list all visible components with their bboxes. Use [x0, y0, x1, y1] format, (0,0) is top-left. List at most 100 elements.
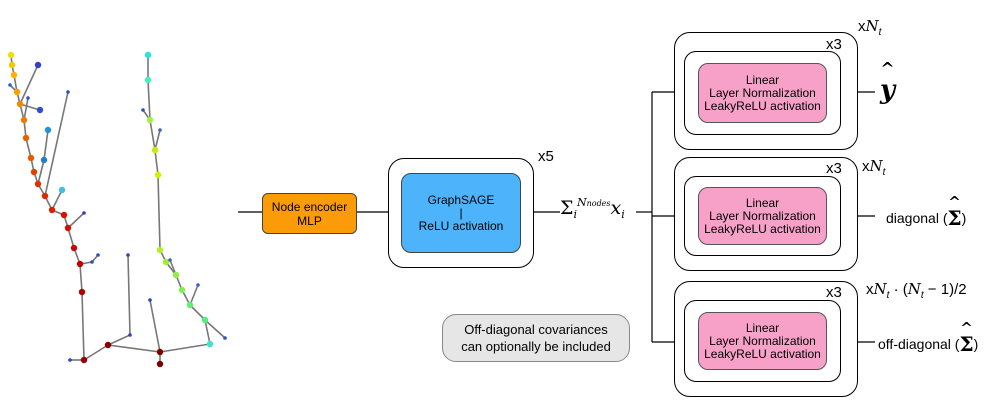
tree-node: [48, 206, 56, 214]
tree-edge: [19, 64, 39, 105]
tree-node: [80, 356, 88, 364]
tree-node: [223, 336, 227, 340]
tree-node: [206, 340, 214, 348]
tree-edge: [189, 304, 206, 321]
tree-node: [126, 253, 130, 257]
tree-edge: [154, 129, 161, 151]
tree-node: [178, 286, 186, 294]
head-2-outer-repeat: xNt: [862, 157, 886, 178]
sum-aggregation-formula: ΣiNnodesxi: [560, 196, 625, 221]
graphsage-label: GraphSAGE: [427, 192, 495, 207]
tree-edge: [157, 174, 161, 251]
tree-edge: [107, 344, 161, 353]
tree-edge: [25, 137, 32, 159]
tree-node: [10, 71, 18, 79]
tree-node: [156, 360, 164, 368]
tree-edge: [159, 343, 211, 353]
tree-node: [156, 246, 164, 254]
output-offdiagonal-sigma: off-diagonal (Σ): [878, 332, 978, 356]
tree-node: [144, 76, 152, 84]
tree-node: [76, 260, 84, 268]
tree-node: [27, 154, 35, 162]
merger-tree-graph: [7, 51, 227, 368]
tree-node: [41, 192, 49, 200]
tree-node: [154, 171, 162, 179]
tree-edge: [147, 79, 151, 121]
tree-edge: [43, 129, 49, 161]
tree-node: [168, 258, 172, 262]
tree-edge: [67, 227, 75, 249]
tree-node: [186, 301, 194, 309]
tree-node: [141, 108, 145, 112]
tree-node: [60, 211, 68, 219]
tree-edge: [107, 334, 131, 346]
output-y-hat: y: [880, 75, 895, 105]
graphsage-separator: |: [459, 205, 463, 220]
tree-node: [162, 258, 170, 266]
relu-label: ReLU activation: [418, 218, 504, 233]
tree-node: [40, 156, 48, 164]
tree-node: [20, 116, 28, 124]
node-encoder-label: Node encoder: [271, 199, 348, 214]
gnn-repeat-label: x5: [538, 148, 554, 165]
tree-edge: [204, 319, 226, 339]
head-3-mlp-block: Linear Layer Normalization LeakyReLU act…: [698, 312, 827, 370]
tree-node: [68, 358, 72, 362]
tree-edge: [81, 291, 85, 361]
tree-node: [82, 211, 86, 215]
node-encoder-sublabel: MLP: [297, 213, 322, 228]
tree-edge: [83, 344, 109, 361]
tree-edge: [19, 103, 41, 111]
optional-covariance-note: Off-diagonal covariances can optionally …: [442, 314, 630, 362]
tree-node: [151, 146, 159, 154]
head-2-mlp-block: Linear Layer Normalization LeakyReLU act…: [698, 187, 827, 245]
tree-node: [58, 186, 66, 194]
tree-node: [7, 51, 15, 59]
tree-node: [158, 128, 162, 132]
tree-node: [104, 341, 112, 349]
graphsage-block: GraphSAGE | ReLU activation: [401, 173, 521, 253]
tree-edge: [37, 159, 45, 185]
tree-node: [16, 100, 24, 108]
tree-node: [34, 61, 42, 69]
head-1-outer-repeat: xNt: [858, 17, 882, 38]
tree-node: [156, 348, 164, 356]
head-1-inner-repeat: x3: [826, 36, 842, 53]
node-encoder-block: Node encoder MLP: [262, 193, 357, 234]
head-3-outer-repeat: xNt · (Nt − 1)/2: [866, 280, 967, 301]
tree-edge: [204, 319, 211, 345]
tree-node: [34, 180, 42, 188]
tree-node: [128, 333, 132, 337]
tree-edge: [23, 97, 29, 121]
tree-node: [30, 168, 38, 176]
tree-node: [78, 288, 86, 296]
tree-node: [196, 283, 200, 287]
output-diagonal-sigma: diagonal (Σ): [886, 206, 966, 230]
tree-node: [8, 61, 16, 69]
tree-node: [172, 271, 180, 279]
head-2-inner-repeat: x3: [826, 160, 842, 177]
tree-node: [148, 298, 152, 302]
tree-node: [26, 96, 30, 100]
tree-edge: [189, 284, 199, 306]
tree-edge: [149, 299, 161, 353]
tree-edge: [51, 189, 63, 211]
tree-node: [90, 260, 94, 264]
tree-node: [22, 134, 30, 142]
tree-edge: [127, 254, 131, 336]
tree-node: [66, 90, 70, 94]
tree-node: [70, 244, 78, 252]
tree-edge: [149, 119, 156, 151]
tree-node: [64, 224, 72, 232]
head-3-inner-repeat: x3: [826, 284, 842, 301]
tree-edge: [154, 149, 159, 176]
head-1-mlp-block: Linear Layer Normalization LeakyReLU act…: [698, 63, 827, 123]
tree-edge: [67, 212, 85, 229]
tree-node: [201, 316, 209, 324]
tree-node: [96, 253, 100, 257]
tree-edge: [79, 263, 83, 293]
tree-node: [8, 83, 12, 87]
tree-node: [146, 116, 154, 124]
tree-node: [13, 88, 21, 96]
